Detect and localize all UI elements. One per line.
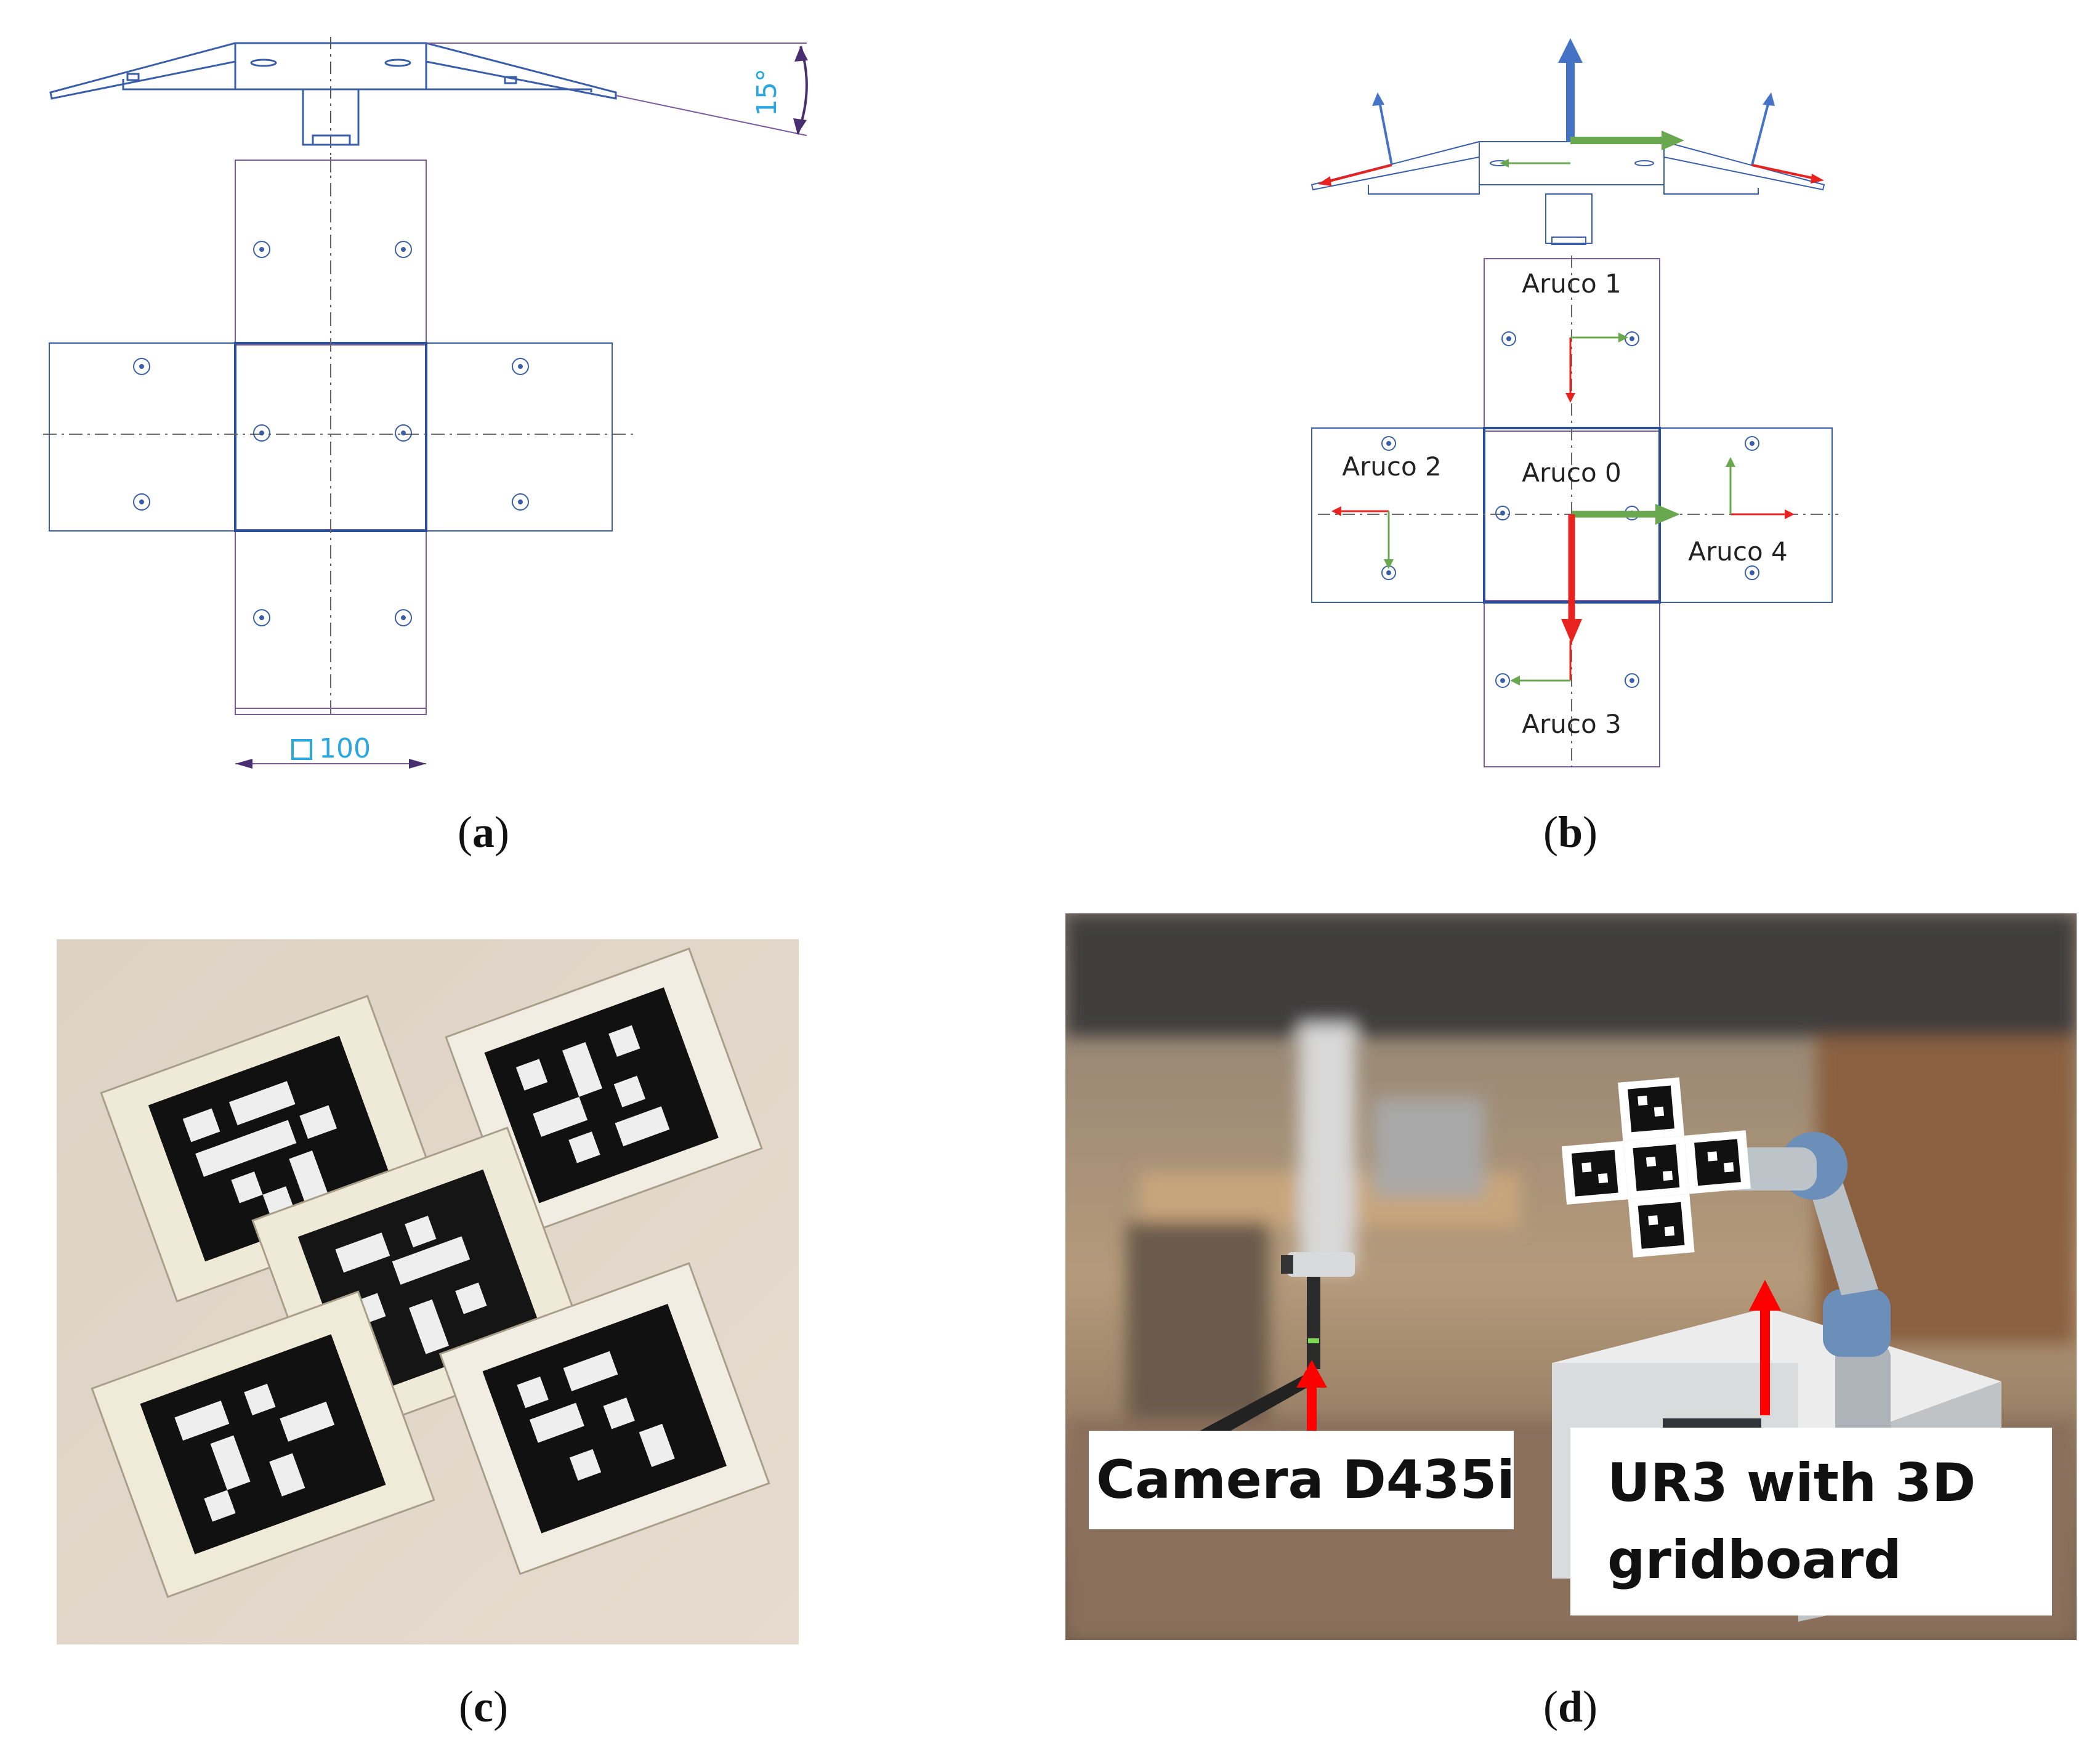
- angle-label: 15°: [751, 68, 783, 116]
- caption-d: (d): [1543, 1682, 1597, 1731]
- holes-b: [1381, 331, 1759, 688]
- marker-axes: [1331, 333, 1795, 685]
- robot-label-line2: gridboard: [1607, 1529, 1902, 1591]
- camera-label-box: Camera D435i: [1089, 1431, 1515, 1529]
- caption-c: (c): [459, 1682, 508, 1731]
- plan-view-cross: [43, 157, 634, 769]
- label-aruco-3: Aruco 3: [1522, 709, 1621, 739]
- side-view-b: [1310, 141, 1825, 245]
- label-aruco-1: Aruco 1: [1522, 269, 1621, 299]
- panel-b-diagram: Aruco 1 Aruco 2 Aruco 0 Aruco 4 Aruco 3: [1310, 38, 1838, 767]
- robot-label-line1: UR3 with 3D: [1607, 1452, 1976, 1514]
- gridboard-3d: [1561, 1077, 1751, 1258]
- marker-tiles: [91, 947, 770, 1598]
- mounting-holes: [133, 241, 529, 626]
- caption-b: (b): [1543, 807, 1597, 857]
- angle-dimension: 15°: [426, 42, 808, 136]
- camera-label: Camera D435i: [1096, 1449, 1515, 1511]
- robot-label-box: UR3 with 3D gridboard: [1570, 1428, 2052, 1615]
- panel-d-photo: Camera D435i UR3 with 3D gridboard: [1065, 913, 2077, 1640]
- caption-a: (a): [458, 807, 509, 857]
- dimension-label: 100: [319, 733, 371, 764]
- label-aruco-4: Aruco 4: [1688, 536, 1787, 567]
- side-view: [49, 37, 617, 172]
- panel-c-photo: [57, 939, 799, 1644]
- panel-a-drawing: 15° 100: [43, 37, 808, 769]
- label-aruco-0: Aruco 0: [1522, 458, 1621, 488]
- label-aruco-2: Aruco 2: [1342, 451, 1441, 482]
- side-view-axes: [1318, 38, 1824, 186]
- annotation-arrows: [1296, 1280, 1781, 1434]
